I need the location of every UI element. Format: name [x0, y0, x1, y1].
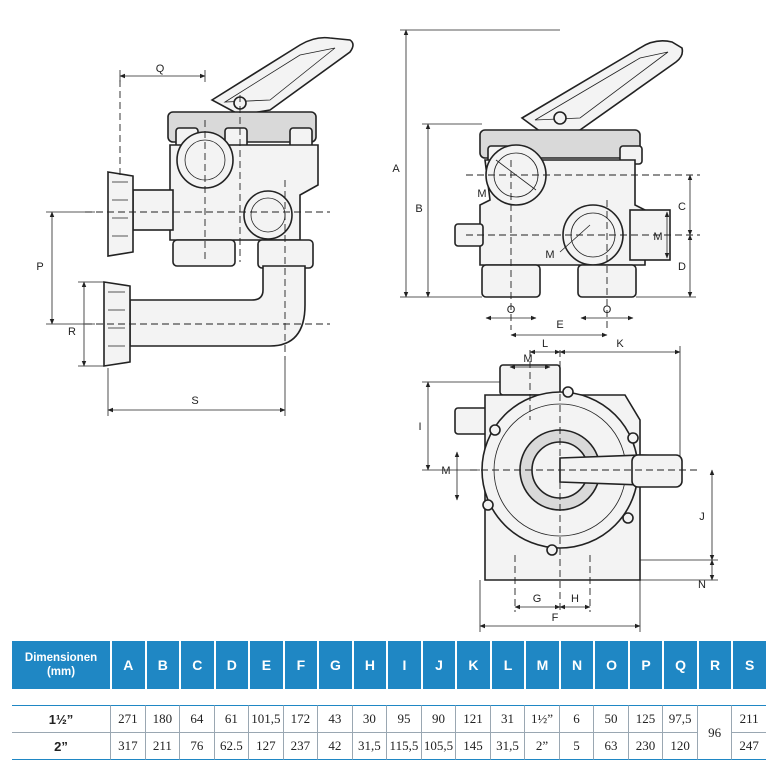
header-col-o: O — [593, 641, 628, 689]
table-cell: 31,5 — [489, 733, 525, 760]
dim-label-d: D — [678, 261, 686, 273]
table-cell: 121 — [455, 705, 490, 733]
table-cell: 31 — [489, 705, 525, 733]
dim-label-i: I — [418, 421, 421, 433]
dimensions-table: Dimensionen (mm) A B C D E F G H I J K L… — [12, 641, 766, 760]
table-cell: 125 — [627, 705, 663, 733]
table-cell: 230 — [627, 733, 663, 760]
dim-label-f: F — [552, 612, 559, 624]
header-col-r: R — [696, 641, 732, 689]
header-col-c: C — [179, 641, 214, 689]
dim-label-m-front-lower: M — [545, 249, 554, 261]
dim-label-m-top: M — [523, 353, 532, 365]
header-col-s: S — [731, 641, 766, 689]
dim-label-b: B — [415, 203, 422, 215]
table-cell: 105,5 — [420, 733, 456, 760]
table-cell: 247 — [731, 733, 766, 760]
table-cell-merged: 96 — [696, 705, 732, 760]
dim-label-m-side: M — [441, 465, 450, 477]
top-view — [454, 350, 700, 612]
table-cell: 115,5 — [386, 733, 421, 760]
dim-label-r: R — [68, 326, 76, 338]
dim-label-e: E — [556, 319, 563, 331]
front-view — [454, 40, 700, 330]
header-col-b: B — [144, 641, 180, 689]
row-size-label: 2” — [12, 733, 111, 760]
header-col-h: H — [351, 641, 387, 689]
table-cell: 90 — [420, 705, 456, 733]
table-cell: 5 — [558, 733, 594, 760]
table-cell: 211 — [731, 705, 766, 733]
dim-label-q: Q — [156, 63, 165, 75]
dim-label-a: A — [392, 163, 400, 175]
table-cell: 43 — [317, 705, 352, 733]
header-col-g: G — [317, 641, 352, 689]
dim-label-j: J — [699, 511, 705, 523]
table-cell: 30 — [351, 705, 387, 733]
header-col-i: I — [386, 641, 421, 689]
header-col-q: Q — [662, 641, 697, 689]
dim-label-k: K — [616, 338, 624, 350]
table-cell: 97,5 — [662, 705, 697, 733]
table-cell: 145 — [455, 733, 490, 760]
dim-label-c: C — [678, 201, 686, 213]
table-cell: 76 — [179, 733, 214, 760]
header-col-n: N — [558, 641, 594, 689]
table-cell: 62.5 — [213, 733, 249, 760]
table-cell: 63 — [593, 733, 628, 760]
header-col-f: F — [282, 641, 318, 689]
header-col-d: D — [213, 641, 249, 689]
table-cell: 180 — [144, 705, 180, 733]
table-cell: 61 — [213, 705, 249, 733]
front-view-dimensions — [400, 29, 696, 338]
table-cell: 211 — [144, 733, 180, 760]
dim-label-n: N — [698, 579, 706, 591]
dim-label-o-right: O — [603, 304, 612, 316]
header-col-p: P — [627, 641, 663, 689]
table-cell: 95 — [386, 705, 421, 733]
table-row: 1½” 271 180 64 61 101,5 172 43 30 95 90 … — [12, 705, 766, 760]
header-col-e: E — [248, 641, 283, 689]
dim-label-m-front-upper: M — [477, 188, 486, 200]
valve-technical-drawing: Q P R S A — [36, 29, 718, 632]
header-col-l: L — [489, 641, 525, 689]
side-view-dimensions — [46, 70, 286, 416]
dim-label-l: L — [542, 338, 548, 350]
header-dimensions: Dimensionen (mm) — [12, 641, 111, 689]
row-size-label: 1½” — [12, 705, 111, 733]
dim-label-m-front-right: M — [653, 231, 662, 243]
dim-label-h: H — [571, 593, 579, 605]
dim-label-g: G — [533, 593, 542, 605]
header-col-k: K — [455, 641, 490, 689]
table-cell: 50 — [593, 705, 628, 733]
table-cell: 31,5 — [351, 733, 387, 760]
table-cell: 6 — [558, 705, 594, 733]
table-cell: 271 — [110, 705, 145, 733]
table-cell: 64 — [179, 705, 214, 733]
table-cell: 120 — [662, 733, 697, 760]
side-view — [85, 36, 354, 367]
table-cell: 237 — [282, 733, 318, 760]
table-cell: 101,5 — [248, 705, 283, 733]
header-col-a: A — [110, 641, 145, 689]
header-col-m: M — [524, 641, 559, 689]
table-row: 2” 317 211 76 62.5 127 237 42 31,5 115,5… — [12, 733, 766, 760]
table-header-row: Dimensionen (mm) A B C D E F G H I J K L… — [12, 641, 766, 689]
table-cell: 127 — [248, 733, 283, 760]
header-title: Dimensionen — [24, 652, 98, 664]
dim-label-p: P — [36, 261, 43, 273]
table-cell: 2” — [524, 733, 559, 760]
table-cell: 42 — [317, 733, 352, 760]
dim-label-s: S — [191, 395, 198, 407]
top-view-dimensions — [422, 346, 718, 632]
table-cell: 1½” — [524, 705, 559, 733]
dim-label-o-left: O — [507, 304, 516, 316]
table-cell: 317 — [110, 733, 145, 760]
table-cell: 172 — [282, 705, 318, 733]
header-col-j: J — [420, 641, 456, 689]
header-unit: (mm) — [46, 666, 76, 678]
